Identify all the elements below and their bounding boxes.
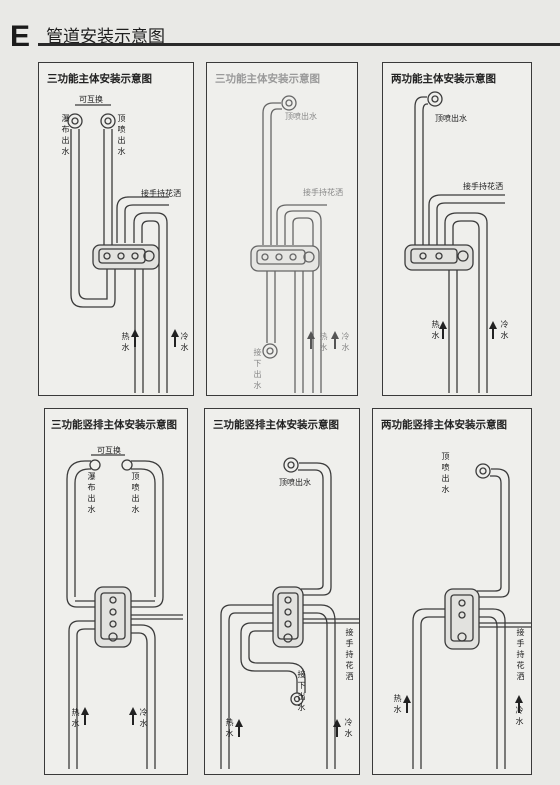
shower-label: 接手持花洒	[303, 188, 343, 197]
cold-water-label: 冷水	[344, 718, 353, 738]
panel-title: 两功能竖排主体安装示意图	[381, 419, 507, 431]
shower-label: 接手持花洒	[141, 189, 181, 198]
cold-water-label: 冷水	[180, 332, 189, 352]
section-title: 管道安装示意图	[46, 27, 165, 47]
panel-three-function-main-2: 三功能主体安装示意图 顶喷出水 接手持花洒 接下出水 热水 冷水	[206, 62, 358, 396]
panel-two-function-main: 两功能主体安装示意图 顶喷出水 接手持花洒 热水 冷水	[382, 62, 532, 396]
pipe-diagram	[403, 463, 531, 769]
cold-water-label: 冷水	[500, 320, 509, 340]
panel-title: 三功能竖排主体安装示意图	[51, 419, 177, 431]
panel-title: 三功能竖排主体安装示意图	[213, 419, 339, 431]
top-spray-label: 顶喷出水	[131, 472, 140, 514]
panel-title: 两功能主体安装示意图	[391, 73, 496, 85]
panel-three-function-main: 三功能主体安装示意图 可互换 瀑布出水 顶喷出水 接手持花洒 热水 冷水	[38, 62, 194, 396]
waterfall-label: 瀑布出水	[87, 472, 96, 514]
pipe-diagram	[404, 91, 505, 393]
section-letter: E	[10, 20, 31, 53]
hot-water-label: 热水	[71, 708, 80, 728]
panel-title: 三功能主体安装示意图	[47, 73, 152, 85]
pipe-diagram	[250, 95, 339, 393]
pipe-diagram	[67, 104, 179, 393]
panel-title: 三功能主体安装示意图	[215, 73, 320, 85]
pipe-diagram	[66, 454, 183, 769]
top-spray-label: 顶喷出水	[435, 114, 467, 123]
lower-outlet-label: 接下出水	[297, 670, 306, 712]
top-spray-label: 顶喷出水	[279, 478, 311, 487]
shower-label: 接手持花洒	[463, 182, 503, 191]
pipe-diagram	[220, 457, 359, 769]
panel-two-function-vertical: 两功能竖排主体安装示意图 顶喷出水 接手持花洒 热水 冷水	[372, 408, 532, 775]
title-rule	[38, 43, 560, 46]
shower-label: 接手持花洒	[345, 628, 354, 681]
hot-water-label: 热水	[121, 332, 130, 352]
swap-label: 可互换	[97, 446, 121, 455]
cold-water-label: 冷水	[515, 706, 524, 726]
hot-water-label: 热水	[393, 694, 402, 714]
hot-water-label: 热水	[225, 718, 234, 738]
top-spray-label: 顶喷出水	[285, 112, 317, 121]
shower-label: 接手持花洒	[516, 628, 525, 681]
waterfall-label: 瀑布出水	[61, 114, 70, 156]
top-spray-label: 顶喷出水	[117, 114, 126, 156]
hot-water-label: 热水	[319, 332, 328, 352]
panel-three-function-vertical: 三功能竖排主体安装示意图 可互换	[44, 408, 188, 775]
hot-water-label: 热水	[431, 320, 440, 340]
page-header: E 管道安装示意图	[0, 0, 560, 53]
lower-outlet-label: 接下出水	[253, 348, 262, 390]
swap-label: 可互换	[79, 95, 103, 104]
cold-water-label: 冷水	[139, 708, 148, 728]
cold-water-label: 冷水	[341, 332, 350, 352]
panel-three-function-vertical-2: 三功能竖排主体安装示意图 顶喷出水 接手持花洒 接下出水 热水 冷水	[204, 408, 360, 775]
top-spray-label: 顶喷出水	[441, 452, 450, 494]
